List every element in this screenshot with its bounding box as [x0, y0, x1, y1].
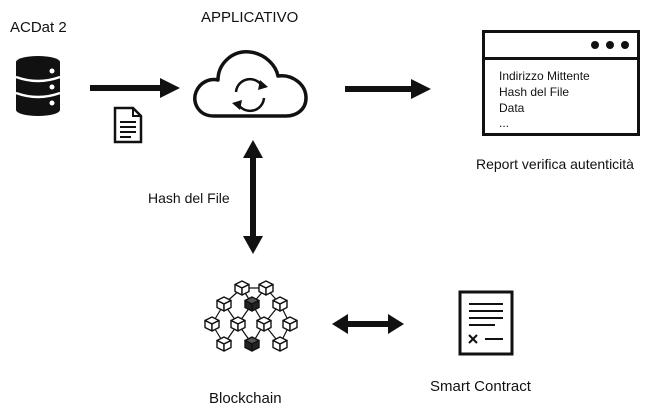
acdat-label: ACDat 2 — [10, 19, 67, 36]
arrow-app-to-report — [345, 79, 431, 99]
cloud-sync-icon — [193, 50, 308, 118]
window-dot — [591, 41, 599, 49]
arrow-app-blockchain — [243, 140, 263, 254]
block-cube — [258, 280, 274, 296]
block-cube — [272, 336, 288, 352]
blockchain-icon — [204, 280, 298, 352]
database-icon — [15, 56, 61, 116]
block-cube — [244, 296, 260, 312]
window-dot — [606, 41, 614, 49]
block-cube — [272, 296, 288, 312]
report-label: Report verifica autenticità — [476, 156, 634, 172]
blockchain-label: Blockchain — [209, 390, 282, 407]
app-label: APPLICATIVO — [201, 9, 299, 26]
contract-icon — [458, 290, 514, 356]
block-cube — [230, 316, 246, 332]
window-dot — [621, 41, 629, 49]
smart-contract-label: Smart Contract — [430, 378, 531, 395]
report-line-sender: Indirizzo Mittente — [499, 69, 590, 83]
window-title-bar — [485, 57, 637, 60]
block-cube — [216, 336, 232, 352]
block-cube — [244, 336, 260, 352]
edge-label-hash: Hash del File — [148, 190, 230, 206]
block-cube — [256, 316, 272, 332]
arrow-blockchain-contract — [332, 314, 404, 334]
report-line-hash: Hash del File — [499, 85, 570, 99]
block-cube — [282, 316, 298, 332]
block-cube — [216, 296, 232, 312]
document-icon — [113, 106, 143, 144]
arrow-acdat-to-app — [90, 78, 180, 98]
report-window-icon: Indirizzo Mittente Hash del File Data ..… — [482, 30, 640, 136]
report-line-date: Data — [499, 101, 525, 115]
block-cube — [234, 280, 250, 296]
report-line-more: ... — [499, 116, 510, 130]
block-cube — [204, 316, 220, 332]
